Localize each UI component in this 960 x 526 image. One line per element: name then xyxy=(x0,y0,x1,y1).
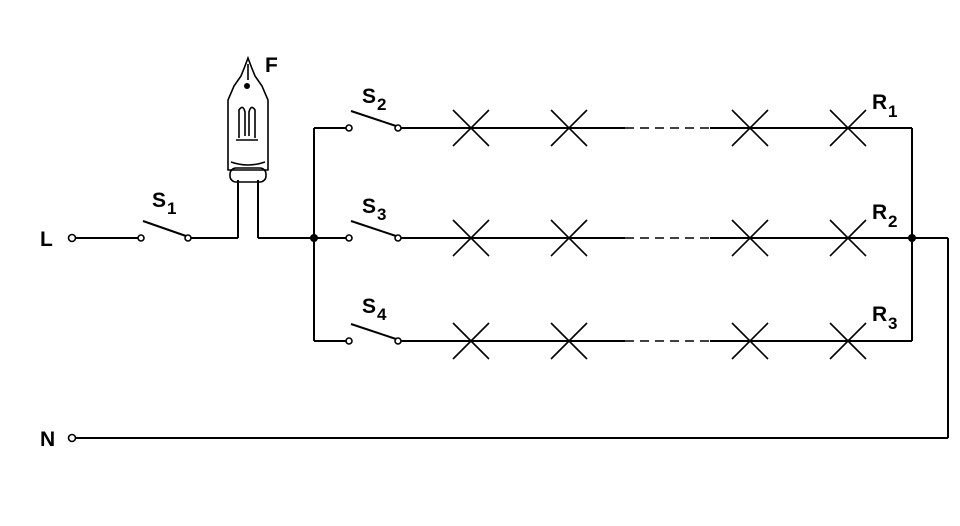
switch-s1-index: 1 xyxy=(167,199,176,218)
terminal-l xyxy=(67,233,77,243)
switch-s4-index: 4 xyxy=(377,305,387,324)
switch-s4 xyxy=(345,323,402,345)
terminal-n-label: N xyxy=(40,428,55,451)
right-bus xyxy=(908,128,949,438)
switch-s3-index: 3 xyxy=(377,205,386,224)
line-wire xyxy=(76,180,346,239)
switch-s4-letter: S xyxy=(362,295,376,318)
branch-r1 xyxy=(401,109,912,147)
terminal-l-label: L xyxy=(40,228,53,251)
switch-s1 xyxy=(137,220,192,242)
switch-s2-letter: S xyxy=(362,85,376,108)
branch-r2 xyxy=(401,219,912,257)
left-bus xyxy=(310,127,346,342)
switch-s3-letter: S xyxy=(362,195,376,218)
branch-r3 xyxy=(401,322,912,360)
fuse-label: F xyxy=(265,54,278,77)
circuit-r3-index: 3 xyxy=(888,314,897,333)
switch-s2-index: 2 xyxy=(377,95,386,114)
circuit-r2-letter: R xyxy=(872,201,887,224)
switch-s1-letter: S xyxy=(152,189,166,212)
switch-s3 xyxy=(345,220,402,242)
fuse xyxy=(227,55,269,183)
switch-s2 xyxy=(345,110,402,132)
circuit-r2-index: 2 xyxy=(888,212,897,231)
circuit-r1-letter: R xyxy=(872,91,887,114)
circuit-r1-index: 1 xyxy=(888,102,897,121)
circuit-r3-letter: R xyxy=(872,303,887,326)
terminal-n xyxy=(67,433,77,443)
